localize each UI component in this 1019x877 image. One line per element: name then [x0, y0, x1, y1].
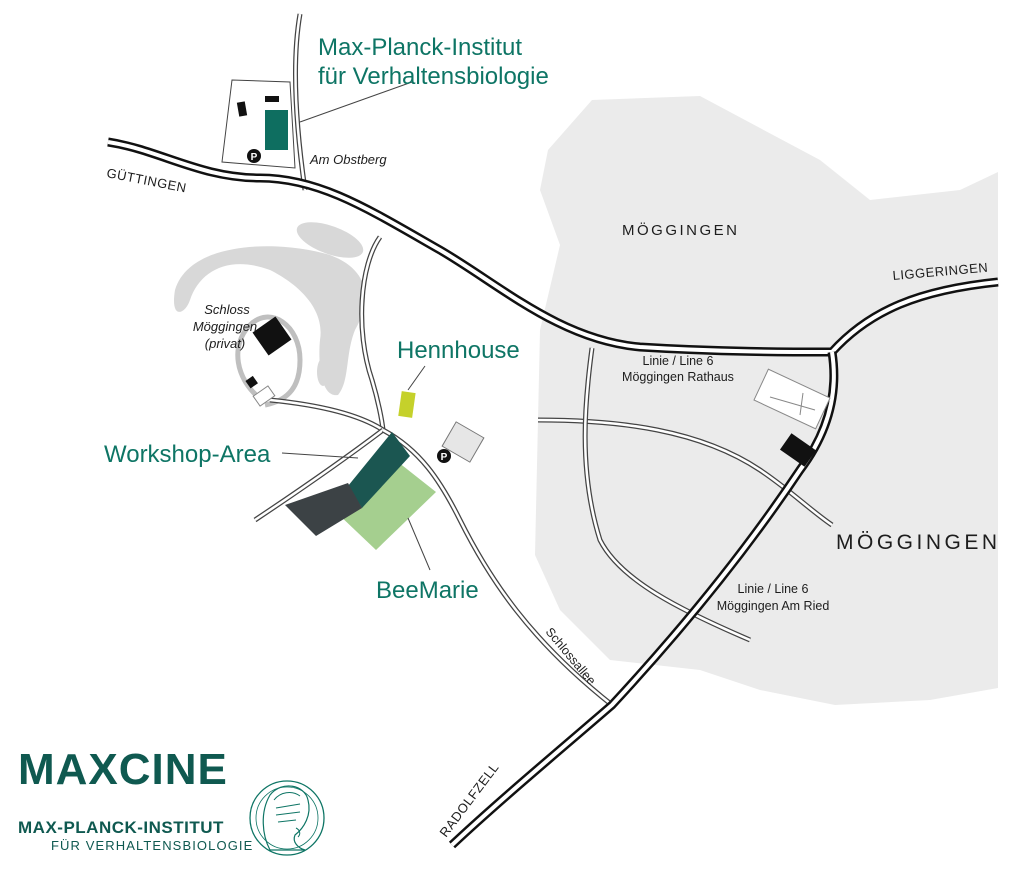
workshop-leader-line — [281, 452, 359, 459]
workshop-area-annex — [285, 483, 362, 536]
minerva-logo — [249, 780, 325, 856]
sports-field-line — [769, 396, 816, 411]
parking-building — [441, 421, 485, 463]
schloss-grounds-south — [317, 358, 329, 386]
hennhouse-label: Hennhouse — [397, 337, 520, 364]
main-roads — [107, 137, 999, 849]
moggingen-area-label: MÖGGINGEN — [622, 221, 740, 239]
schloss-path — [235, 314, 303, 408]
line6-ried-label-line1: Linie / Line 6 — [738, 582, 809, 596]
schloss-annex-light — [252, 385, 276, 407]
line6-rathaus-label-line2: Möggingen Rathaus — [622, 370, 734, 384]
beemarie-label: BeeMarie — [376, 577, 479, 604]
schloss-grounds-east — [296, 222, 364, 258]
beemarie-leader-line — [407, 517, 431, 571]
hennhouse-leader-line — [407, 365, 426, 391]
rathaus-building — [779, 433, 817, 467]
moggingen-road-label: MÖGGINGEN — [836, 531, 1001, 554]
schloss-label-line2: Möggingen — [193, 319, 257, 334]
guttingen-label: GÜTTINGEN — [105, 165, 187, 195]
parking-icon-label: P — [441, 452, 448, 463]
sports-field-cross — [799, 392, 804, 416]
mpi-label-line1: Max-Planck-Institut — [318, 34, 522, 61]
mpi-main-building — [265, 110, 288, 150]
parking-icon: P — [247, 149, 261, 163]
mpi-label-line2: für Verhaltensbiologie — [318, 63, 549, 90]
mpi-small-building-1 — [236, 101, 248, 117]
line6-ried-label-line2: Möggingen Am Ried — [717, 599, 830, 613]
institute-name-line1: MAX-PLANCK-INSTITUT — [18, 818, 224, 837]
sports-field — [753, 368, 831, 430]
schloss-building — [252, 316, 292, 356]
mpi-leader-line — [299, 81, 413, 123]
institute-name-line2: FÜR VERHALTENSBIOLOGIE — [51, 838, 254, 853]
workshop-area-building — [348, 432, 410, 508]
mpi-small-building-2 — [265, 96, 279, 102]
hennhouse-building — [398, 391, 416, 418]
parking-icon: P — [437, 449, 451, 463]
schloss-annex-dark — [245, 375, 258, 389]
line6-rathaus-label-line1: Linie / Line 6 — [643, 354, 714, 368]
parking-icon-label: P — [251, 152, 258, 163]
village-streets — [253, 13, 834, 707]
schloss-grounds — [173, 246, 366, 396]
schloss-label-line3: (privat) — [205, 336, 245, 351]
maxcine-title: MAXCINE — [18, 745, 228, 794]
am-obstberg-label: Am Obstberg — [309, 152, 387, 167]
workshop-area-label: Workshop-Area — [104, 441, 271, 468]
schloss-label-line1: Schloss — [204, 302, 250, 317]
beemarie-area — [336, 462, 436, 550]
